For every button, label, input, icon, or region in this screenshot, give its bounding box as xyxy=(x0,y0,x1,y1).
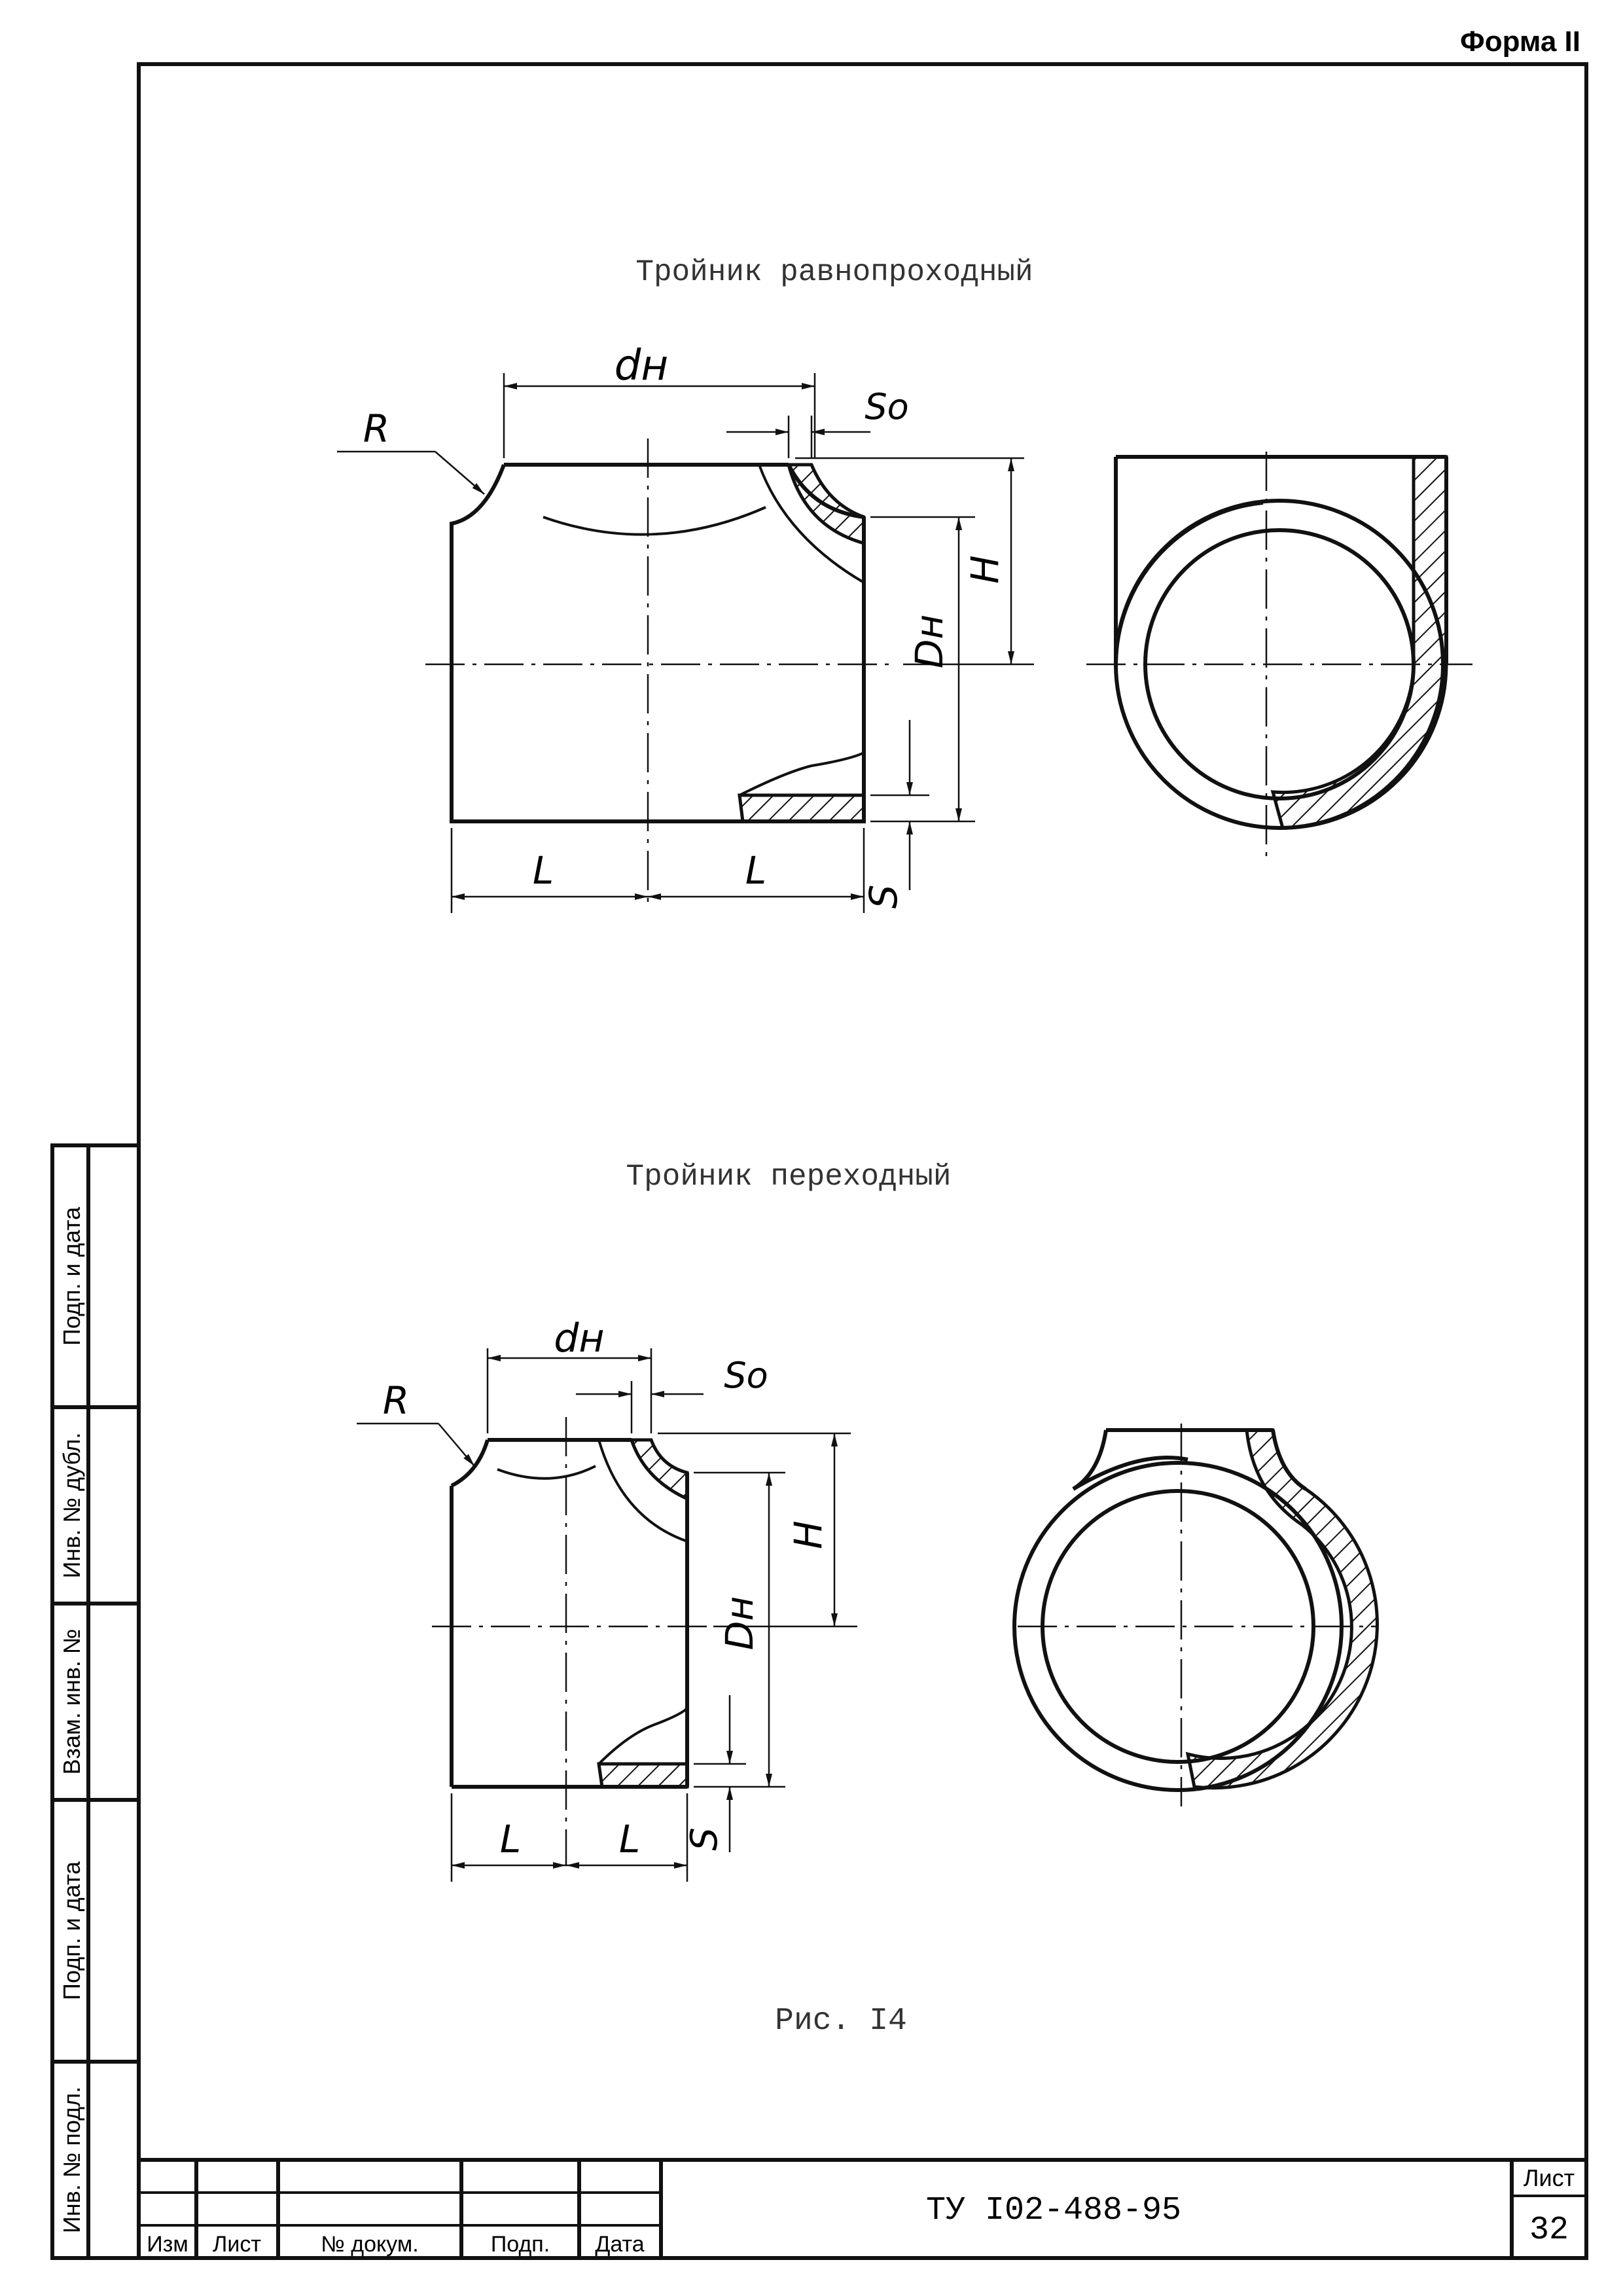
figure1-side-view xyxy=(1086,452,1472,857)
title-block-col-signature: Подп. xyxy=(491,2232,550,2257)
figure1-label-dn: dн xyxy=(615,342,668,390)
figure2-label-so: So xyxy=(724,1355,768,1396)
side-stamp-replace-inv: Взам. инв. № xyxy=(58,1628,85,1774)
figure2-front-view: dн So R H Dн S L L xyxy=(357,1316,857,1882)
figure1-label-l2: L xyxy=(745,848,766,893)
title-block-col-date: Дата xyxy=(595,2232,644,2257)
figure2-label-l1: L xyxy=(500,1817,521,1861)
figure2-side-view xyxy=(1012,1424,1379,1806)
figure-caption: Рис. I4 xyxy=(775,2003,907,2039)
sheet-label: Лист xyxy=(1524,2164,1575,2191)
figure2-label-dh: Dн xyxy=(717,1596,762,1651)
side-stamp-dup-inv: Инв. № дубл. xyxy=(58,1433,85,1579)
figure1-label-s: S xyxy=(861,885,906,909)
figure2-label-l2: L xyxy=(619,1817,640,1861)
side-stamp-original-inv: Инв. № подл. xyxy=(58,2087,85,2233)
figure2-label-dn: dн xyxy=(554,1316,604,1361)
form-label: Форма II xyxy=(1460,26,1580,58)
side-stamp-sign-date-1: Подп. и дата xyxy=(58,1206,85,1346)
figure2-title: Тройник переходный xyxy=(626,1160,952,1194)
document-code: ТУ I02-488-95 xyxy=(926,2192,1181,2229)
side-stamp: Подп. и дата Инв. № дубл. Взам. инв. № П… xyxy=(50,1143,141,2260)
figure1-label-l1: L xyxy=(533,848,554,893)
figure1-label-dh: Dн xyxy=(907,615,952,669)
figure1-title: Тройник равнопроходный xyxy=(635,255,1033,289)
figure1-label-h: H xyxy=(963,555,1007,584)
title-block: Изм Лист № докум. Подп. Дата ТУ I02-488-… xyxy=(139,2158,1586,2258)
figure1-front-view: dн So R H Dн S L L xyxy=(337,342,1034,913)
title-block-col-sheet: Лист xyxy=(213,2232,261,2257)
figure1-label-r: R xyxy=(363,406,389,451)
figure1-label-so: So xyxy=(865,386,908,427)
title-block-col-doc-number: № докум. xyxy=(321,2232,418,2257)
sheet-number: 32 xyxy=(1529,2212,1569,2249)
figure2-label-r: R xyxy=(383,1378,409,1423)
side-stamp-sign-date-2: Подп. и дата xyxy=(58,1861,85,2000)
figure2-label-h: H xyxy=(786,1520,830,1549)
title-block-col-change: Изм xyxy=(147,2232,188,2257)
figure2-label-s: S xyxy=(683,1827,726,1851)
